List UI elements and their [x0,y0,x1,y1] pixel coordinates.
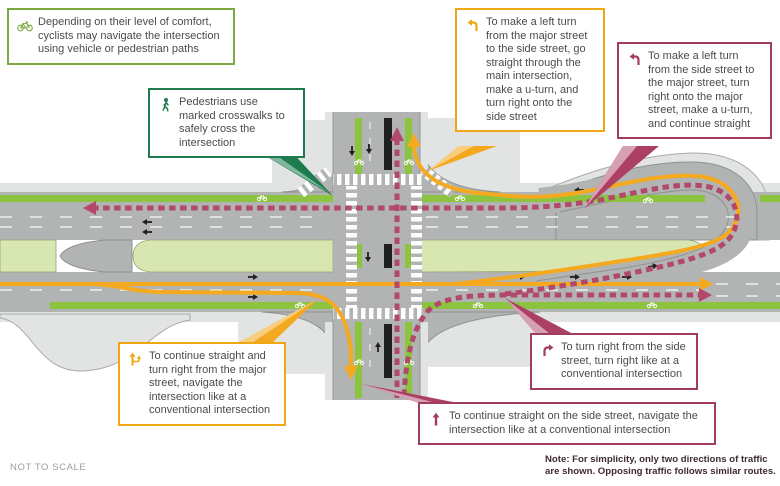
side-street-routes [95,141,740,398]
up-arrow-icon [428,411,444,427]
callout-cyclist: Depending on their level of comfort, cyc… [7,8,235,65]
major-left-turn-text: To make a left turn from the major stree… [486,16,588,123]
route-side-uturn-to-major [95,182,740,297]
southwest-verge-bulge [0,313,191,372]
left-turn-arrow-icon [465,17,481,33]
callout-major-left-turn: To make a left turn from the major stree… [455,8,605,132]
side-right-turn-text: To turn right from the side street, turn… [561,341,686,380]
callout-side-left-turn: To make a left turn from the side street… [617,42,772,139]
traffic-direction-note: Note: For simplicity, only two direction… [545,454,776,477]
pedestrian-note-text: Pedestrians use marked crosswalks to saf… [179,96,285,149]
side-street-median-strips [384,118,392,378]
major-route-arrowheads [344,133,713,380]
bicycle-icon [17,17,33,33]
right-turn-arrow-icon [540,342,556,358]
side-left-turn-text: To make a left turn from the side street… [648,50,755,130]
straight-right-arrow-icon [128,351,144,367]
callout-pedestrian: Pedestrians use marked crosswalks to saf… [148,88,305,158]
cyclist-note-text: Depending on their level of comfort, cyc… [38,16,220,55]
route-side-right-turn [401,292,699,397]
major-straight-right-text: To continue straight and turn right from… [149,350,271,416]
west-uturn-crossover [59,239,133,273]
callout-major-straight-right: To continue straight and turn right from… [118,342,286,426]
side-route-arrowheads [83,127,712,302]
callout-side-straight: To continue straight on the side street,… [418,402,716,445]
pedestrian-icon [158,97,174,113]
callout-pointers [238,146,659,404]
callout-side-right-turn: To turn right from the side street, turn… [530,333,698,390]
side-straight-text: To continue straight on the side street,… [449,410,698,436]
lane-markings [0,122,780,376]
route-major-right-turn [91,282,353,367]
route-major-uturn-to-side [412,146,741,286]
left-turn-arrow-icon [627,51,643,67]
not-to-scale-label: NOT TO SCALE [10,462,87,473]
